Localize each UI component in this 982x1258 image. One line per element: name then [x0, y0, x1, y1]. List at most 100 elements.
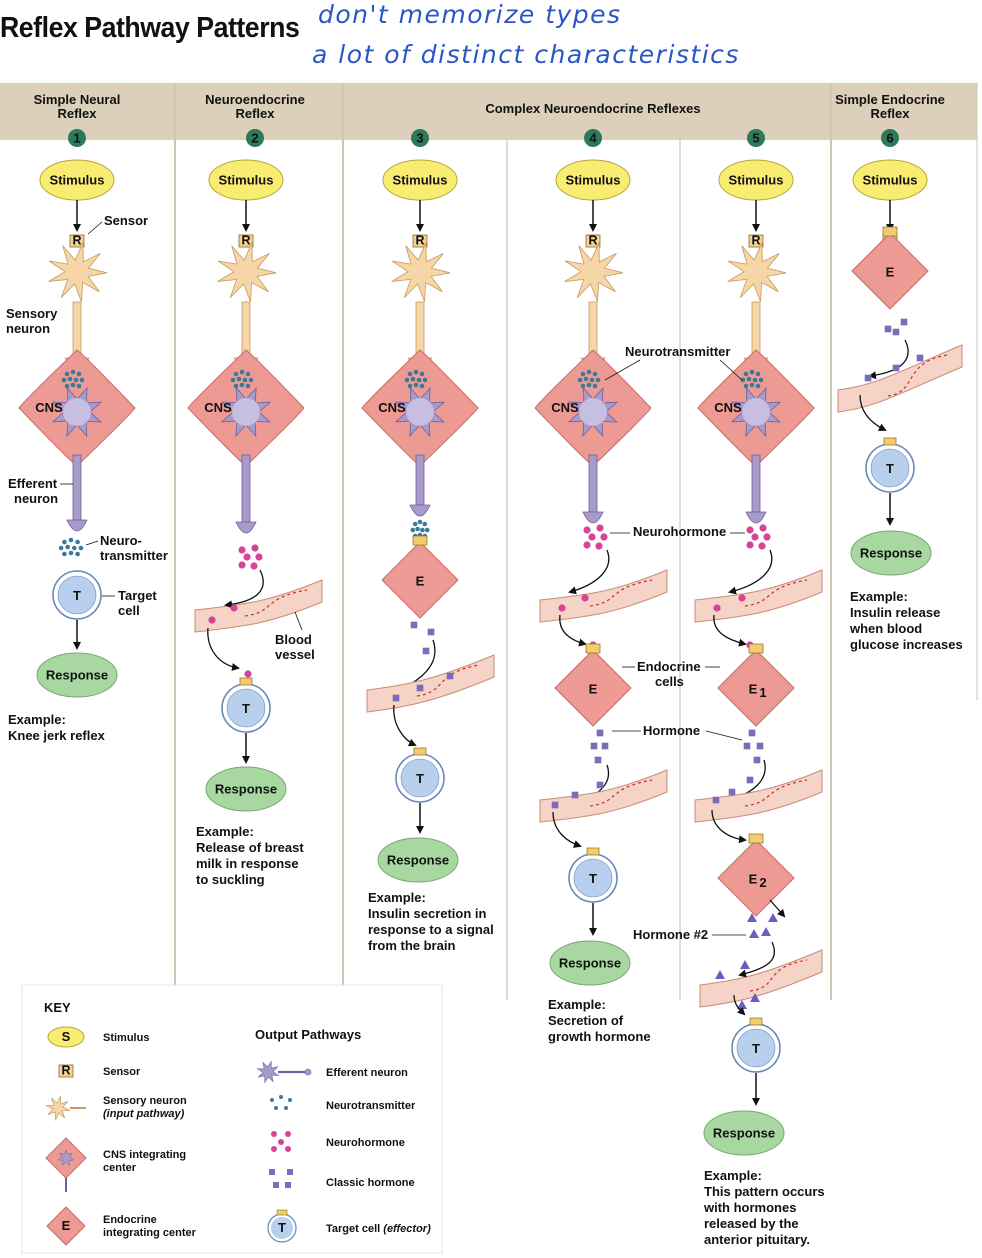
key-sensory-neuron-symbol	[44, 1094, 72, 1122]
neurohormone-dot	[751, 533, 759, 541]
key-item-label: Sensor	[103, 1066, 141, 1078]
hormone-square	[884, 325, 892, 333]
neurotransmitter-dot	[242, 377, 248, 383]
interneuron-soma	[406, 398, 434, 426]
response-node	[205, 766, 287, 812]
neurotransmitter-dot	[245, 383, 251, 389]
hormone-square	[594, 756, 602, 764]
example-text: Example:	[368, 890, 426, 905]
blood-vessel	[694, 769, 823, 823]
response-label: Response	[559, 956, 621, 971]
neurohormone-dot	[581, 594, 589, 602]
example-text: from the brain	[368, 938, 455, 953]
efferent-axon	[588, 454, 598, 513]
target-letter: T	[416, 771, 424, 786]
key-cns-neuron	[57, 1149, 75, 1166]
sensor-label: Sensor	[104, 213, 148, 228]
target-letter: T	[242, 701, 250, 716]
example-text: response to a signal	[368, 922, 494, 937]
key-neurotransmitter-dot	[274, 1106, 278, 1110]
interneuron-soma	[742, 398, 770, 426]
hormone-square	[756, 742, 764, 750]
target-cell-inner	[573, 858, 613, 898]
header-simple-endocrine-reflex: Simple Endocrine	[835, 92, 945, 107]
endocrine-cell-1	[717, 649, 795, 727]
cns-label: CNS	[551, 400, 579, 415]
receptor-letter: R	[415, 234, 424, 248]
key-item-label: CNS integrating	[103, 1149, 186, 1161]
endocrine-letter: E	[589, 682, 598, 697]
blood-vessel	[366, 654, 495, 713]
key-endocrine-letter: E	[62, 1218, 71, 1233]
interneuron-soma	[579, 398, 607, 426]
blood-vessel-label: Blood	[275, 632, 312, 647]
hormone-square	[892, 364, 900, 372]
hormone-to-target-arrow	[393, 704, 417, 747]
receptor-letter: R	[588, 234, 597, 248]
neurohormone-dot	[600, 533, 608, 541]
example-text: Release of breast	[196, 840, 304, 855]
key-neurotransmitter-dot	[284, 1106, 288, 1110]
stimulus-label: Stimulus	[729, 173, 784, 188]
endocrine-letter: E	[886, 265, 895, 280]
sensor-receptor	[412, 234, 428, 248]
hormone-into-blood-arrow	[868, 339, 909, 380]
target-letter: T	[73, 588, 81, 603]
neurotransmitter-dot	[755, 383, 761, 389]
neurotransmitter-dot	[75, 551, 80, 557]
response-label: Response	[713, 1126, 775, 1141]
sensor-receptor	[238, 234, 254, 248]
response-label: Response	[46, 668, 108, 683]
neurotransmitter-dot	[422, 377, 428, 383]
sensor-receptor	[585, 234, 601, 248]
hormone-square	[601, 742, 609, 750]
efferent-neuron-label: Efferent	[8, 476, 58, 491]
example-text: anterior pituitary.	[704, 1232, 810, 1247]
neurohormone-dot	[238, 546, 246, 554]
key-efferent-symbol	[256, 1060, 280, 1084]
neurotransmitter-dot	[245, 371, 251, 377]
neurotransmitter-dot	[61, 377, 67, 383]
neurotransmitter-dot	[73, 377, 79, 383]
neurotransmitter-dot	[749, 369, 755, 375]
hormone2-triangle	[750, 993, 760, 1002]
vessel-dash	[589, 779, 653, 807]
vessel-dash	[416, 664, 480, 697]
hormone-square	[753, 756, 761, 764]
blood-vessel	[539, 569, 668, 623]
key-output-label: Neurotransmitter	[326, 1100, 416, 1112]
blood-vessel	[194, 579, 323, 633]
hormone-square	[551, 801, 559, 809]
neurotransmitter-dot	[583, 376, 589, 382]
target-receptor	[586, 847, 600, 856]
column-number: 4	[589, 131, 597, 146]
sensor-receptor	[748, 234, 764, 248]
hormone2-release-arrow	[769, 899, 786, 918]
neurotransmitter-dot	[419, 371, 425, 377]
response-node	[377, 837, 459, 883]
key-panel	[21, 984, 443, 1254]
example-text: Example:	[548, 997, 606, 1012]
label-leader-line	[87, 221, 103, 235]
neurohormone-dot	[230, 604, 238, 612]
column-number: 1	[73, 131, 80, 146]
hormone-to-target-arrow	[859, 394, 887, 431]
endocrine-cell	[554, 649, 632, 727]
neurotransmitter-dot	[404, 377, 410, 383]
neurotransmitter-dot	[749, 382, 755, 388]
neurotransmitter-dot	[422, 521, 428, 527]
key-sensor-letter: R	[61, 1064, 70, 1078]
header-band	[0, 83, 977, 140]
neurotransmitter-dot	[239, 382, 245, 388]
handwritten-note-1: don't memorize types	[318, 0, 622, 29]
key-item-note: (input pathway)	[103, 1108, 185, 1120]
endocrine-letter: E	[416, 574, 425, 589]
neurotransmitter-dot	[592, 371, 598, 377]
blood-vessel	[837, 344, 963, 413]
endocrine-receptor	[412, 535, 428, 546]
vessel-dash	[589, 579, 653, 607]
neurotransmitter-dot	[68, 550, 74, 556]
efferent-terminal	[66, 519, 88, 532]
key-item-label: integrating center	[103, 1227, 197, 1239]
column-number: 5	[752, 131, 759, 146]
